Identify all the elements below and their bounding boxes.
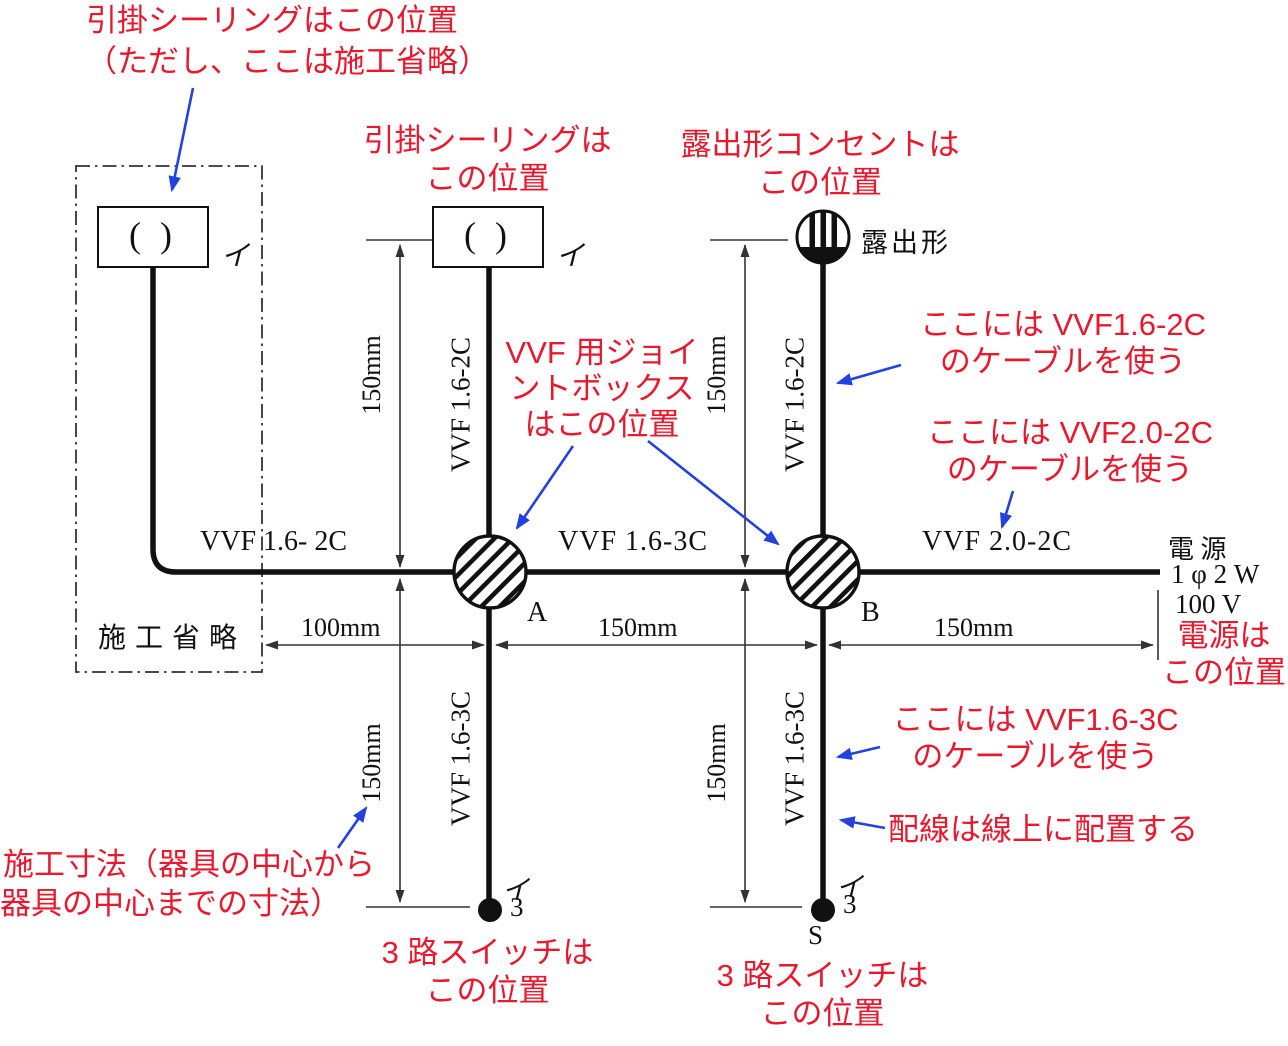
note-dimension-line2: 器具の中心までの寸法） <box>0 886 341 921</box>
dim-label-100: 100mm <box>301 613 381 642</box>
note-power-line2: この位置 <box>1162 655 1286 690</box>
dim-label-150-bottom-left: 150mm <box>357 723 386 803</box>
note-outlet-line1: 露出形コンセントは <box>680 127 960 162</box>
omitted-region-border <box>75 165 263 673</box>
note-joint-box-line3: はこの位置 <box>524 407 680 442</box>
fixture-left-mark: イ <box>221 241 250 272</box>
arrow-to-cable-162c <box>835 363 902 386</box>
fixture-center-mark: イ <box>556 241 585 272</box>
note-cable-202c-line1: ここには VVF2.0-2C <box>927 415 1213 450</box>
cable-label-vertical-outlet: VVF 1.6-2C <box>779 337 810 473</box>
junction-b-label: B <box>861 597 880 628</box>
note-switch-left-line2: この位置 <box>425 973 550 1008</box>
note-ceiling-omitted-line2: （ただし、ここは施工省略） <box>86 44 489 79</box>
arrow-to-wiring-line <box>838 816 886 830</box>
note-switch-right-line1: 3 路スイッチは <box>716 958 929 993</box>
dim-label-150-top-right: 150mm <box>702 335 731 415</box>
switch-3way-left <box>478 898 502 922</box>
switch-3way-right <box>811 898 835 922</box>
note-dimension-line1: 施工寸法（器具の中心から <box>3 847 375 882</box>
cable-label-right: VVF 2.0-2C <box>922 526 1073 557</box>
dim-label-150-right: 150mm <box>934 613 1014 642</box>
note-ceiling-center-line1: 引掛シーリングは <box>363 123 612 158</box>
switch-right-mark: イ <box>836 872 863 902</box>
arrow-to-cable-202c <box>999 490 1015 530</box>
switch-s-label: S <box>808 920 824 950</box>
dim-label-150-top-left: 150mm <box>357 335 386 415</box>
note-cable-202c-line2: のケーブルを使う <box>946 452 1194 487</box>
junction-a-label: A <box>527 597 548 628</box>
ceiling-fixture-symbol: ( ) <box>464 215 512 255</box>
cable-label-vertical-switch-left: VVF 1.6-3C <box>445 691 476 827</box>
cable-run-main <box>150 266 1160 575</box>
arrow-to-dimension-line <box>336 806 368 849</box>
switch-left-mark: イ <box>502 875 529 905</box>
note-cable-163c-line2: のケーブルを使う <box>912 739 1159 774</box>
cable-runs <box>150 237 1160 903</box>
junction-box-a <box>452 534 528 610</box>
cable-label-mid: VVF 1.6-3C <box>558 526 709 557</box>
note-switch-left-line1: 3 路スイッチは <box>381 935 594 970</box>
cable-label-left: VVF 1.6- 2C <box>200 526 348 557</box>
arrow-to-omitted-ceiling <box>168 87 195 193</box>
note-cable-162c-line1: ここには VVF1.6-2C <box>920 307 1206 342</box>
annotation-arrows <box>168 87 1015 849</box>
outlet-type-label: 露出形 <box>861 228 951 258</box>
cable-label-vertical-ceiling: VVF 1.6-2C <box>445 337 476 473</box>
ceiling-fixture-omitted: ( ) <box>97 206 209 268</box>
dim-label-150-bottom-right: 150mm <box>702 723 731 803</box>
ceiling-fixture-symbol: ( ) <box>129 215 177 255</box>
note-ceiling-omitted-line1: 引掛シーリングはこの位置 <box>86 3 458 38</box>
note-wiring-on-line: 配線は線上に配置する <box>888 812 1198 847</box>
power-spec-phase: 1 φ 2 W <box>1171 559 1260 589</box>
dimension-lines <box>265 239 1159 908</box>
power-spec-voltage: 100 V <box>1175 589 1242 619</box>
arrow-to-junction-b <box>647 439 780 546</box>
note-joint-box-line1: VVF 用ジョイ <box>505 335 699 370</box>
arrow-to-cable-163c <box>835 745 881 760</box>
note-cable-162c-line2: のケーブルを使う <box>939 344 1187 379</box>
note-cable-163c-line1: ここには VVF1.6-3C <box>892 702 1179 737</box>
ceiling-fixture-center: ( ) <box>432 206 544 268</box>
note-joint-box-line2: ントボックス <box>509 371 695 406</box>
cable-label-vertical-switch-right: VVF 1.6-3C <box>779 691 810 827</box>
note-outlet-line2: この位置 <box>758 165 882 200</box>
omitted-label: 施工省略 <box>98 623 247 654</box>
note-ceiling-center-line2: この位置 <box>425 161 550 196</box>
note-switch-right-line2: この位置 <box>760 996 885 1031</box>
dim-label-150-mid: 150mm <box>598 613 678 642</box>
junction-box-b <box>785 534 861 610</box>
switch-left-number: 3 <box>510 892 524 922</box>
switch-right-number: 3 <box>843 889 857 919</box>
arrow-to-junction-a <box>515 445 575 530</box>
outlet-symbol <box>795 209 851 265</box>
note-power-line1: 電源は <box>1177 618 1271 653</box>
power-source-label: 電 源 <box>1168 535 1227 564</box>
